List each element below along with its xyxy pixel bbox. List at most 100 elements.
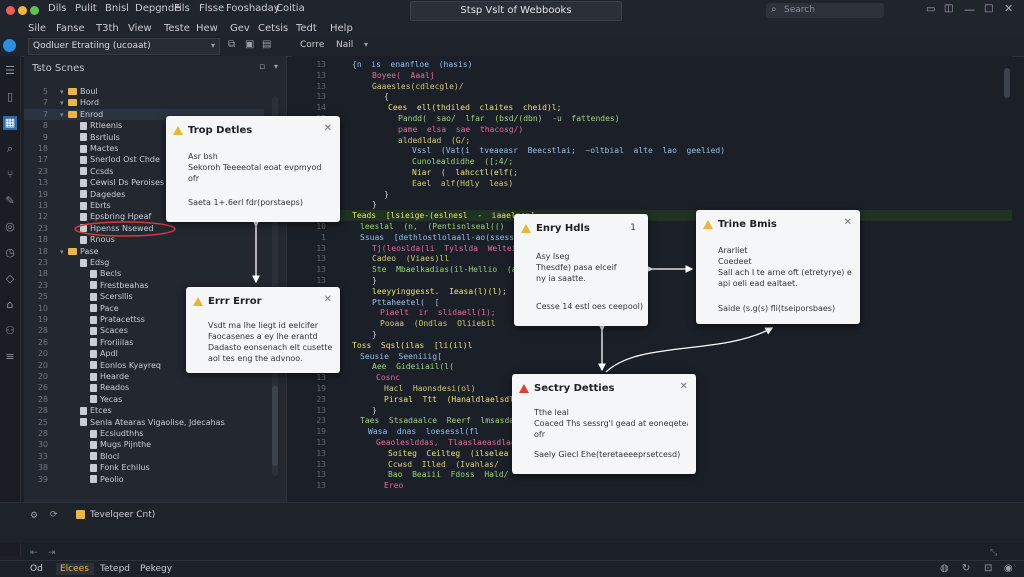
code-line[interactable]: } [372,276,377,285]
delete-icon[interactable]: ▤ [262,39,272,50]
code-line[interactable]: Vssl (Vat(i tveaeasr Beecstlai; ~oltbial… [412,146,726,156]
code-line[interactable]: Ssuas [dethlostlolaall-ao(ssesss [360,232,519,242]
menu-item-5[interactable]: Hew [196,23,218,34]
menu-item-top-0[interactable]: Dils [48,3,67,14]
menu-item-top-5[interactable]: Flsse [199,3,225,14]
close-icon[interactable]: ✕ [1004,2,1014,15]
status-item-1[interactable]: Elcees [60,564,89,574]
maximize-window-button[interactable] [30,6,39,15]
sync-icon[interactable]: ⟳ [50,510,58,520]
menu-item-9[interactable]: Help [330,23,353,34]
menu-item-top-2[interactable]: Bnisl [105,3,129,14]
account-icon[interactable]: ◉ [1004,563,1013,574]
source-control-icon[interactable]: ⑂ [6,168,14,181]
code-line[interactable]: Cadeo (Viaes)ll [372,254,450,264]
code-line[interactable]: Boyee( Aaalj [372,70,435,80]
menu-item-top-1[interactable]: Pulit [75,3,97,14]
clock-icon[interactable]: ◷ [5,246,15,259]
menu-item-3[interactable]: View [128,23,152,34]
menu-item-4[interactable]: Teste [164,23,190,34]
project-selector[interactable]: Qodluer Etratiing (ucoaat) ▾ [28,38,220,55]
menu-item-top-4[interactable]: Fils [174,3,190,14]
close-icon[interactable]: ✕ [679,381,688,392]
close-icon[interactable]: ✕ [323,123,332,134]
explorer-icon[interactable]: ▦ [3,116,17,130]
tree-row[interactable]: 18▾Pase [24,246,264,257]
tab-core[interactable]: Corre [300,40,325,50]
minimize-window-button[interactable] [18,6,27,15]
code-line[interactable]: Hacl Haonsdesi(ol) [384,384,476,393]
code-line[interactable]: Seusie Seeniiig[ [360,351,442,361]
code-line[interactable]: } [384,189,389,199]
chevron-down-icon[interactable]: ▾ [60,110,64,119]
code-line[interactable]: Cunolealdidhe ([;4/; [412,157,514,167]
settings-icon[interactable]: ⚙ [30,511,39,521]
code-line[interactable]: Cees ell(thdiled claites cheid)l; [388,103,562,113]
code-line[interactable]: Teads [lsieige-(eslnesl - iaaelnen] [352,211,536,221]
code-line[interactable]: Pooaa (Ondlas Oliiebil [380,319,496,329]
card-errr[interactable]: Errr Error✕Vsdt ma lhe liegt id eelcifer… [186,287,340,373]
copy-icon[interactable]: ⧉ [228,39,236,50]
menu-item-6[interactable]: Gev [230,23,250,34]
layout-icon[interactable]: ▭ [926,4,936,15]
code-line[interactable]: Eael alf(Hdly leas) [412,178,514,188]
tree-row[interactable]: 5▾Boul [24,86,264,97]
code-line[interactable]: { [384,92,389,102]
lock-icon[interactable]: ⊡ [984,563,993,574]
bottom-tab[interactable]: Tevelqeer Cnt) [90,510,156,520]
layers-icon[interactable]: ≡ [5,350,15,363]
code-line[interactable]: Wasa dnas loesessl(fl [368,427,479,437]
tab-nail[interactable]: Nail [336,40,354,50]
code-line[interactable]: Geaoleslddas, Tlaaslaeasdlaele [376,438,526,447]
chevron-down-icon[interactable]: ▾ [60,247,64,256]
split-icon[interactable]: ◫ [944,3,954,14]
code-line[interactable]: aldedldad (G/; [398,135,471,145]
status-item-2[interactable]: Tetepd [100,564,130,574]
status-item-3[interactable]: Pekegy [140,564,173,574]
code-line[interactable]: Toss Sqsl(ilas [li(il)l [352,340,473,350]
menu-item-top-6[interactable]: Fooshaday [226,3,280,14]
chevron-down-icon[interactable]: ▾ [364,40,369,49]
debug-icon[interactable]: ✎ [5,194,15,207]
chevron-down-icon[interactable]: ▾ [60,88,64,96]
chevron-down-icon[interactable]: ▾ [274,62,279,71]
close-window-button[interactable] [6,6,15,15]
menu-item-8[interactable]: Tedt [296,23,317,34]
menu-item-top-7[interactable]: Coitia [276,3,305,14]
restore-icon[interactable]: □ [984,3,994,14]
code-line[interactable]: Gaaesles(cdlecgle)/ [372,81,464,91]
code-line[interactable]: } [372,200,377,210]
menu-icon[interactable]: ☰ [5,64,15,77]
code-line[interactable]: } [372,405,377,415]
code-line[interactable]: Pirsal Ttt (Hanaldlaelsdl) [384,394,519,404]
code-line[interactable]: Cosnc [376,373,401,383]
new-file-icon[interactable]: ▫ [259,62,266,72]
code-line[interactable]: Pandd( sao/ lfar (bsd/(dbn) -u fattendes… [398,114,620,123]
minimize-icon[interactable]: — [964,3,975,16]
refresh-icon[interactable]: ↻ [962,563,971,574]
menu-item-2[interactable]: T3th [96,23,119,34]
close-icon[interactable]: ✕ [843,217,852,228]
resize-icon[interactable]: ⤡ [990,548,998,558]
code-line[interactable]: Pttaheetel( [ [372,297,440,307]
code-line[interactable]: leeyyinggesst. Ieasa(l)(l); [372,286,507,296]
extensions-icon[interactable]: ◎ [5,220,15,233]
bell-icon[interactable]: ◍ [940,563,949,574]
